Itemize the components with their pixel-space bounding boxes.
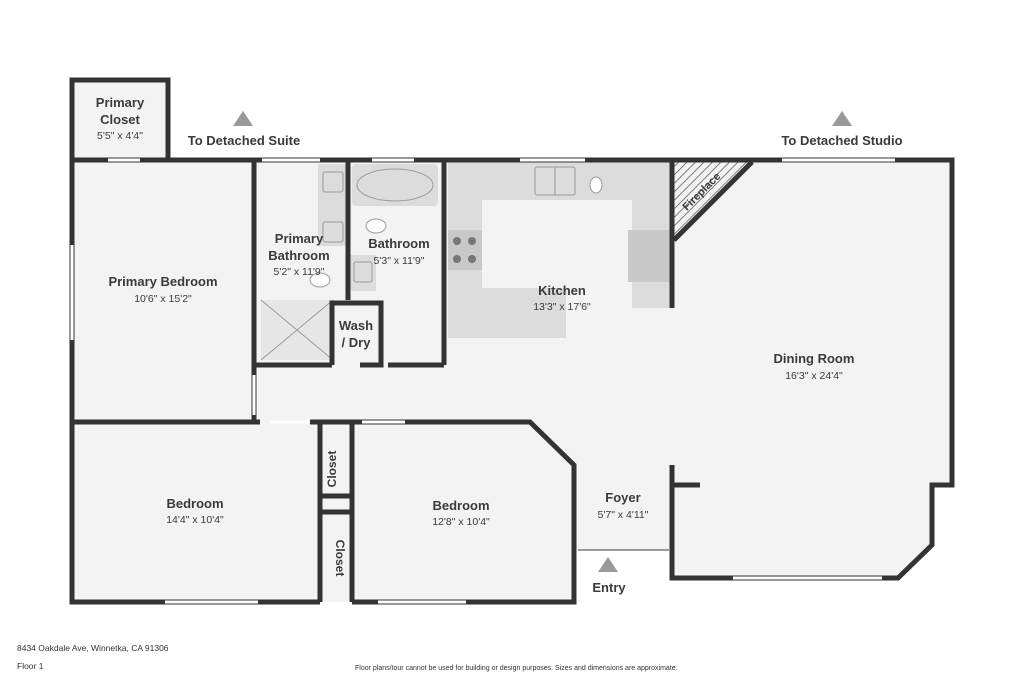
- bathroom-dims: 5'3" x 11'9": [374, 255, 425, 267]
- toilet-primary: [309, 272, 331, 288]
- burner: [453, 255, 461, 263]
- bedroom-middle-dims: 12'8" x 10'4": [432, 516, 490, 528]
- burner: [468, 255, 476, 263]
- disclaimer-text: Floor plans/tour cannot be used for buil…: [355, 665, 678, 672]
- kitchen-counter-bottom: [482, 288, 566, 338]
- main-floor: [72, 160, 952, 602]
- wash-dry-name-1: Wash: [339, 318, 373, 333]
- floor-text: Floor 1: [17, 661, 44, 671]
- dining-room-dims: 16'3" x 24'4": [785, 370, 843, 382]
- toilet-bath: [365, 218, 387, 234]
- primary-closet-name-1: Primary: [96, 95, 145, 110]
- primary-closet-dims: 5'5" x 4'4": [97, 130, 143, 142]
- wall: [69, 77, 171, 158]
- floor-fills: [72, 80, 952, 602]
- fridge: [628, 230, 670, 282]
- wash-dry-name-2: / Dry: [342, 335, 372, 350]
- primary-bedroom-name: Primary Bedroom: [108, 274, 217, 289]
- entry-label: Entry: [592, 580, 626, 595]
- primary-bedroom-dims: 10'6" x 15'2": [134, 293, 192, 305]
- fixture-details: [260, 166, 576, 361]
- foyer-dims: 5'7" x 4'11": [598, 509, 649, 521]
- address-text: 8434 Oakdale Ave, Winnetka, CA 91306: [17, 643, 169, 653]
- kitchen-dims: 13'3" x 17'6": [533, 301, 591, 313]
- primary-bathroom-dims: 5'2" x 11'9": [274, 266, 325, 278]
- burner: [468, 237, 476, 245]
- primary-sink-1: [322, 171, 344, 193]
- kitchen-counter-top: [448, 162, 670, 200]
- bathroom-name: Bathroom: [368, 236, 429, 251]
- closet-bottom-name: Closet: [333, 540, 347, 577]
- stove-top: [448, 230, 482, 270]
- wall: [352, 419, 577, 605]
- bath-sink: [353, 261, 373, 283]
- closet-top-name: Closet: [325, 451, 339, 488]
- primary-closet-name-2: Closet: [100, 112, 140, 127]
- kitchen-appliance: [589, 176, 603, 194]
- bedroom-middle-name: Bedroom: [432, 498, 489, 513]
- bedroom-left-name: Bedroom: [166, 496, 223, 511]
- arrow-up-icon: [598, 557, 618, 572]
- arrow-up-icon: [233, 111, 253, 126]
- wall: [329, 300, 384, 368]
- primary-closet-floor: [72, 80, 168, 158]
- primary-bathroom-name-1: Primary: [275, 231, 324, 246]
- stove: [448, 230, 482, 270]
- wall: [669, 157, 955, 581]
- detached-studio-label: To Detached Studio: [781, 133, 902, 148]
- tub-basin: [356, 168, 434, 202]
- bedroom-left-dims: 14'4" x 10'4": [166, 514, 224, 526]
- foyer-name: Foyer: [605, 490, 640, 505]
- kitchen-name: Kitchen: [538, 283, 586, 298]
- dining-room-name: Dining Room: [774, 351, 855, 366]
- primary-bathroom-name-2: Bathroom: [268, 248, 329, 263]
- windows: [70, 158, 895, 604]
- primary-sink-2: [322, 221, 344, 243]
- arrow-up-icon: [832, 111, 852, 126]
- burner: [453, 237, 461, 245]
- shower-x2: [260, 299, 334, 361]
- wall: [672, 160, 754, 242]
- detached-suite-label: To Detached Suite: [188, 133, 300, 148]
- toilets: [309, 176, 603, 288]
- bathtub: [352, 164, 438, 206]
